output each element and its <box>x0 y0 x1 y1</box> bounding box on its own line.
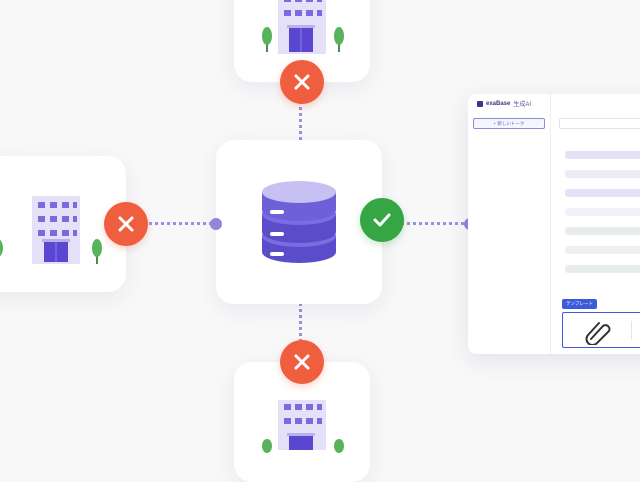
message-placeholder <box>565 208 640 216</box>
app-sidebar: exaBase 生成AI + 新しいトーク <box>468 94 551 354</box>
model-select[interactable]: ⌄ <box>559 118 640 129</box>
template-button[interactable]: テンプレート <box>562 299 597 309</box>
connector-node-left <box>210 218 222 230</box>
connector-left <box>126 222 218 225</box>
connector-top <box>299 84 302 140</box>
paperclip-icon[interactable] <box>585 319 615 345</box>
message-placeholder <box>565 265 640 273</box>
prompt-divider <box>631 321 632 339</box>
deny-badge-bottom <box>280 340 324 384</box>
brand-logo-icon <box>477 100 483 107</box>
deny-badge-top <box>280 60 324 104</box>
message-placeholder <box>565 246 640 254</box>
app-main: ⌄ <box>551 94 640 354</box>
app-window: exaBase 生成AI + 新しいトーク ⌄ <box>468 94 640 354</box>
brand-name: exaBase <box>486 100 511 107</box>
message-placeholder <box>565 189 640 197</box>
building-icon <box>0 196 102 264</box>
message-placeholder <box>565 227 640 235</box>
brand-suffix: 生成AI <box>513 102 532 108</box>
prompt-input[interactable] <box>562 312 640 348</box>
building-icon <box>262 0 344 54</box>
message-placeholder <box>565 151 640 159</box>
check-icon <box>373 213 391 227</box>
app-brand: exaBase 生成AI <box>477 99 531 108</box>
connector-bottom <box>299 292 302 360</box>
deny-badge-left <box>104 202 148 246</box>
new-talk-button[interactable]: + 新しいトーク <box>473 118 545 129</box>
message-placeholder <box>565 170 640 178</box>
allow-badge <box>360 198 404 242</box>
connector-right <box>382 222 470 225</box>
building-icon <box>262 400 344 453</box>
database-icon <box>262 181 336 263</box>
close-icon <box>294 74 310 90</box>
database-card <box>216 140 382 304</box>
close-icon <box>118 216 134 232</box>
close-icon <box>294 354 310 370</box>
